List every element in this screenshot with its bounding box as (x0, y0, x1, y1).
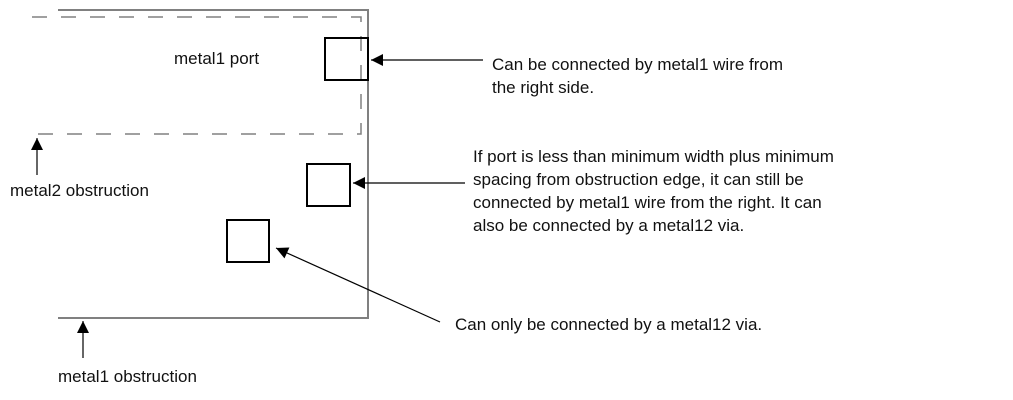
metal1-obstruction-outline (58, 9, 369, 319)
metal2-obstruction-label: metal2 obstruction (10, 181, 149, 200)
note-port-middle: If port is less than minimum width plus … (473, 145, 834, 237)
note-line: connected by metal1 wire from the right.… (473, 193, 822, 212)
note-line: the right side. (492, 78, 595, 97)
metal1-obstruction-label: metal1 obstruction (58, 367, 197, 386)
metal1-port-label: metal1 port (174, 49, 260, 68)
port-middle (306, 163, 351, 207)
note-port-top: Can be connected by metal1 wire from the… (492, 53, 783, 99)
note-line: Can be connected by metal1 wire from (492, 55, 784, 74)
note-port-bottom: Can only be connected by a metal12 via. (455, 313, 762, 336)
note-line: If port is less than minimum width plus … (473, 147, 834, 166)
note-line: spacing from obstruction edge, it can st… (473, 170, 804, 189)
port-top (324, 37, 369, 81)
arrow-port-bottom (275, 247, 441, 323)
note-line: also be connected by a metal12 via. (473, 216, 745, 235)
port-bottom (226, 219, 270, 263)
metal2-obstruction-outline (32, 16, 362, 135)
note-line: Can only be connected by a metal12 via. (455, 315, 763, 334)
